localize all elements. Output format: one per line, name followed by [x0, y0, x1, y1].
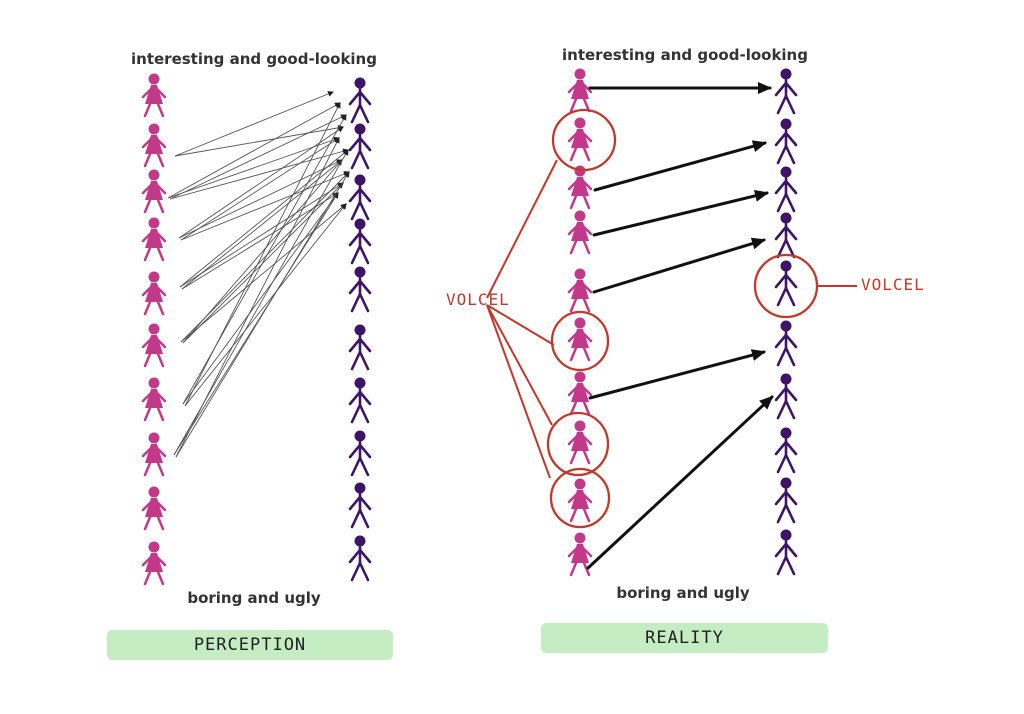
volcel-label-right: VOLCEL [861, 275, 925, 294]
female-figure-icon [567, 117, 593, 162]
perception-arrow [169, 148, 349, 200]
male-figure-icon [348, 377, 372, 424]
perception-arrow [180, 137, 340, 241]
female-figure-icon [567, 478, 593, 523]
perception-arrow [181, 159, 343, 290]
male-figure-icon [348, 77, 372, 124]
female-figure-icon [141, 271, 167, 316]
reality-arrow [586, 395, 774, 570]
female-figure-icon [141, 169, 167, 214]
female-figure-icon [567, 317, 593, 362]
perception-arrow [174, 91, 334, 157]
male-figure-icon [348, 218, 372, 265]
male-figure-icon [774, 118, 798, 165]
reality-arrow [592, 190, 769, 237]
reality-arrow [593, 140, 767, 192]
volcel-pointer-line [486, 304, 551, 479]
perception-arrow [175, 171, 350, 458]
female-figure-icon [141, 123, 167, 168]
volcel-circle [549, 467, 611, 529]
perception-arrow [182, 192, 339, 405]
perception-arrow [179, 149, 349, 288]
reality-banner: REALITY [541, 623, 828, 653]
perception-arrow [173, 192, 339, 456]
reality-arrows [586, 82, 774, 570]
male-figure-icon [348, 123, 372, 170]
volcel-pointer-line [486, 304, 555, 346]
perception-arrow [180, 171, 350, 241]
perception-arrow [169, 114, 347, 200]
perception-banner: PERCEPTION [107, 630, 393, 660]
male-figure-icon [348, 324, 372, 371]
male-figure-icon [348, 535, 372, 582]
perception-arrow [182, 114, 347, 405]
female-figure-icon [567, 68, 593, 113]
female-figure-icon [567, 165, 593, 210]
perception-figures [141, 73, 372, 586]
perception-arrow [182, 159, 343, 344]
male-figure-icon [774, 529, 798, 576]
male-figure-icon [774, 68, 798, 115]
perception-arrow [180, 203, 347, 343]
male-figure-icon [348, 266, 372, 313]
perception-top-label: interesting and good-looking [131, 50, 377, 68]
female-figure-icon [567, 268, 593, 313]
volcel-circle [551, 108, 617, 172]
volcel-label-left: VOLCEL [446, 290, 510, 309]
male-figure-icon [348, 482, 372, 529]
volcel-circle [550, 310, 610, 372]
female-figure-icon [141, 486, 167, 531]
reality-arrow [588, 349, 766, 400]
male-figure-icon [348, 430, 372, 477]
volcel-circle [753, 253, 819, 319]
perception-arrow [175, 137, 340, 458]
male-figure-icon [774, 427, 798, 474]
volcel-circle [546, 411, 610, 477]
perception-arrow [178, 126, 344, 239]
volcel-pointer-line [486, 304, 553, 426]
female-figure-icon [567, 420, 593, 465]
female-figure-icon [567, 532, 593, 577]
perception-arrow [179, 182, 344, 288]
perception-arrow [184, 102, 341, 407]
reality-bottom-label: boring and ugly [616, 584, 750, 602]
female-figure-icon [567, 371, 593, 416]
reality-annotations [486, 108, 857, 529]
perception-arrow [167, 136, 340, 199]
female-figure-icon [141, 323, 167, 368]
female-figure-icon [141, 377, 167, 422]
perception-arrow [174, 124, 344, 157]
reality-top-label: interesting and good-looking [562, 46, 808, 64]
perception-arrow [167, 102, 341, 199]
female-figure-icon [141, 541, 167, 586]
reality-arrow [592, 237, 766, 294]
perception-bottom-label: boring and ugly [187, 589, 321, 607]
perception-arrow [184, 203, 347, 407]
male-figure-icon [774, 260, 798, 307]
reality-figures [567, 68, 798, 577]
male-figure-icon [774, 166, 798, 213]
perception-arrows [167, 91, 350, 458]
volcel-pointer-line [486, 159, 558, 299]
male-figure-icon [774, 212, 798, 259]
male-figure-icon [774, 373, 798, 420]
male-figure-icon [774, 320, 798, 367]
female-figure-icon [141, 73, 167, 118]
male-figure-icon [774, 477, 798, 524]
female-figure-icon [141, 432, 167, 477]
male-figure-icon [348, 174, 372, 221]
perception-arrow [178, 159, 343, 239]
female-figure-icon [567, 210, 593, 255]
female-figure-icon [141, 217, 167, 262]
